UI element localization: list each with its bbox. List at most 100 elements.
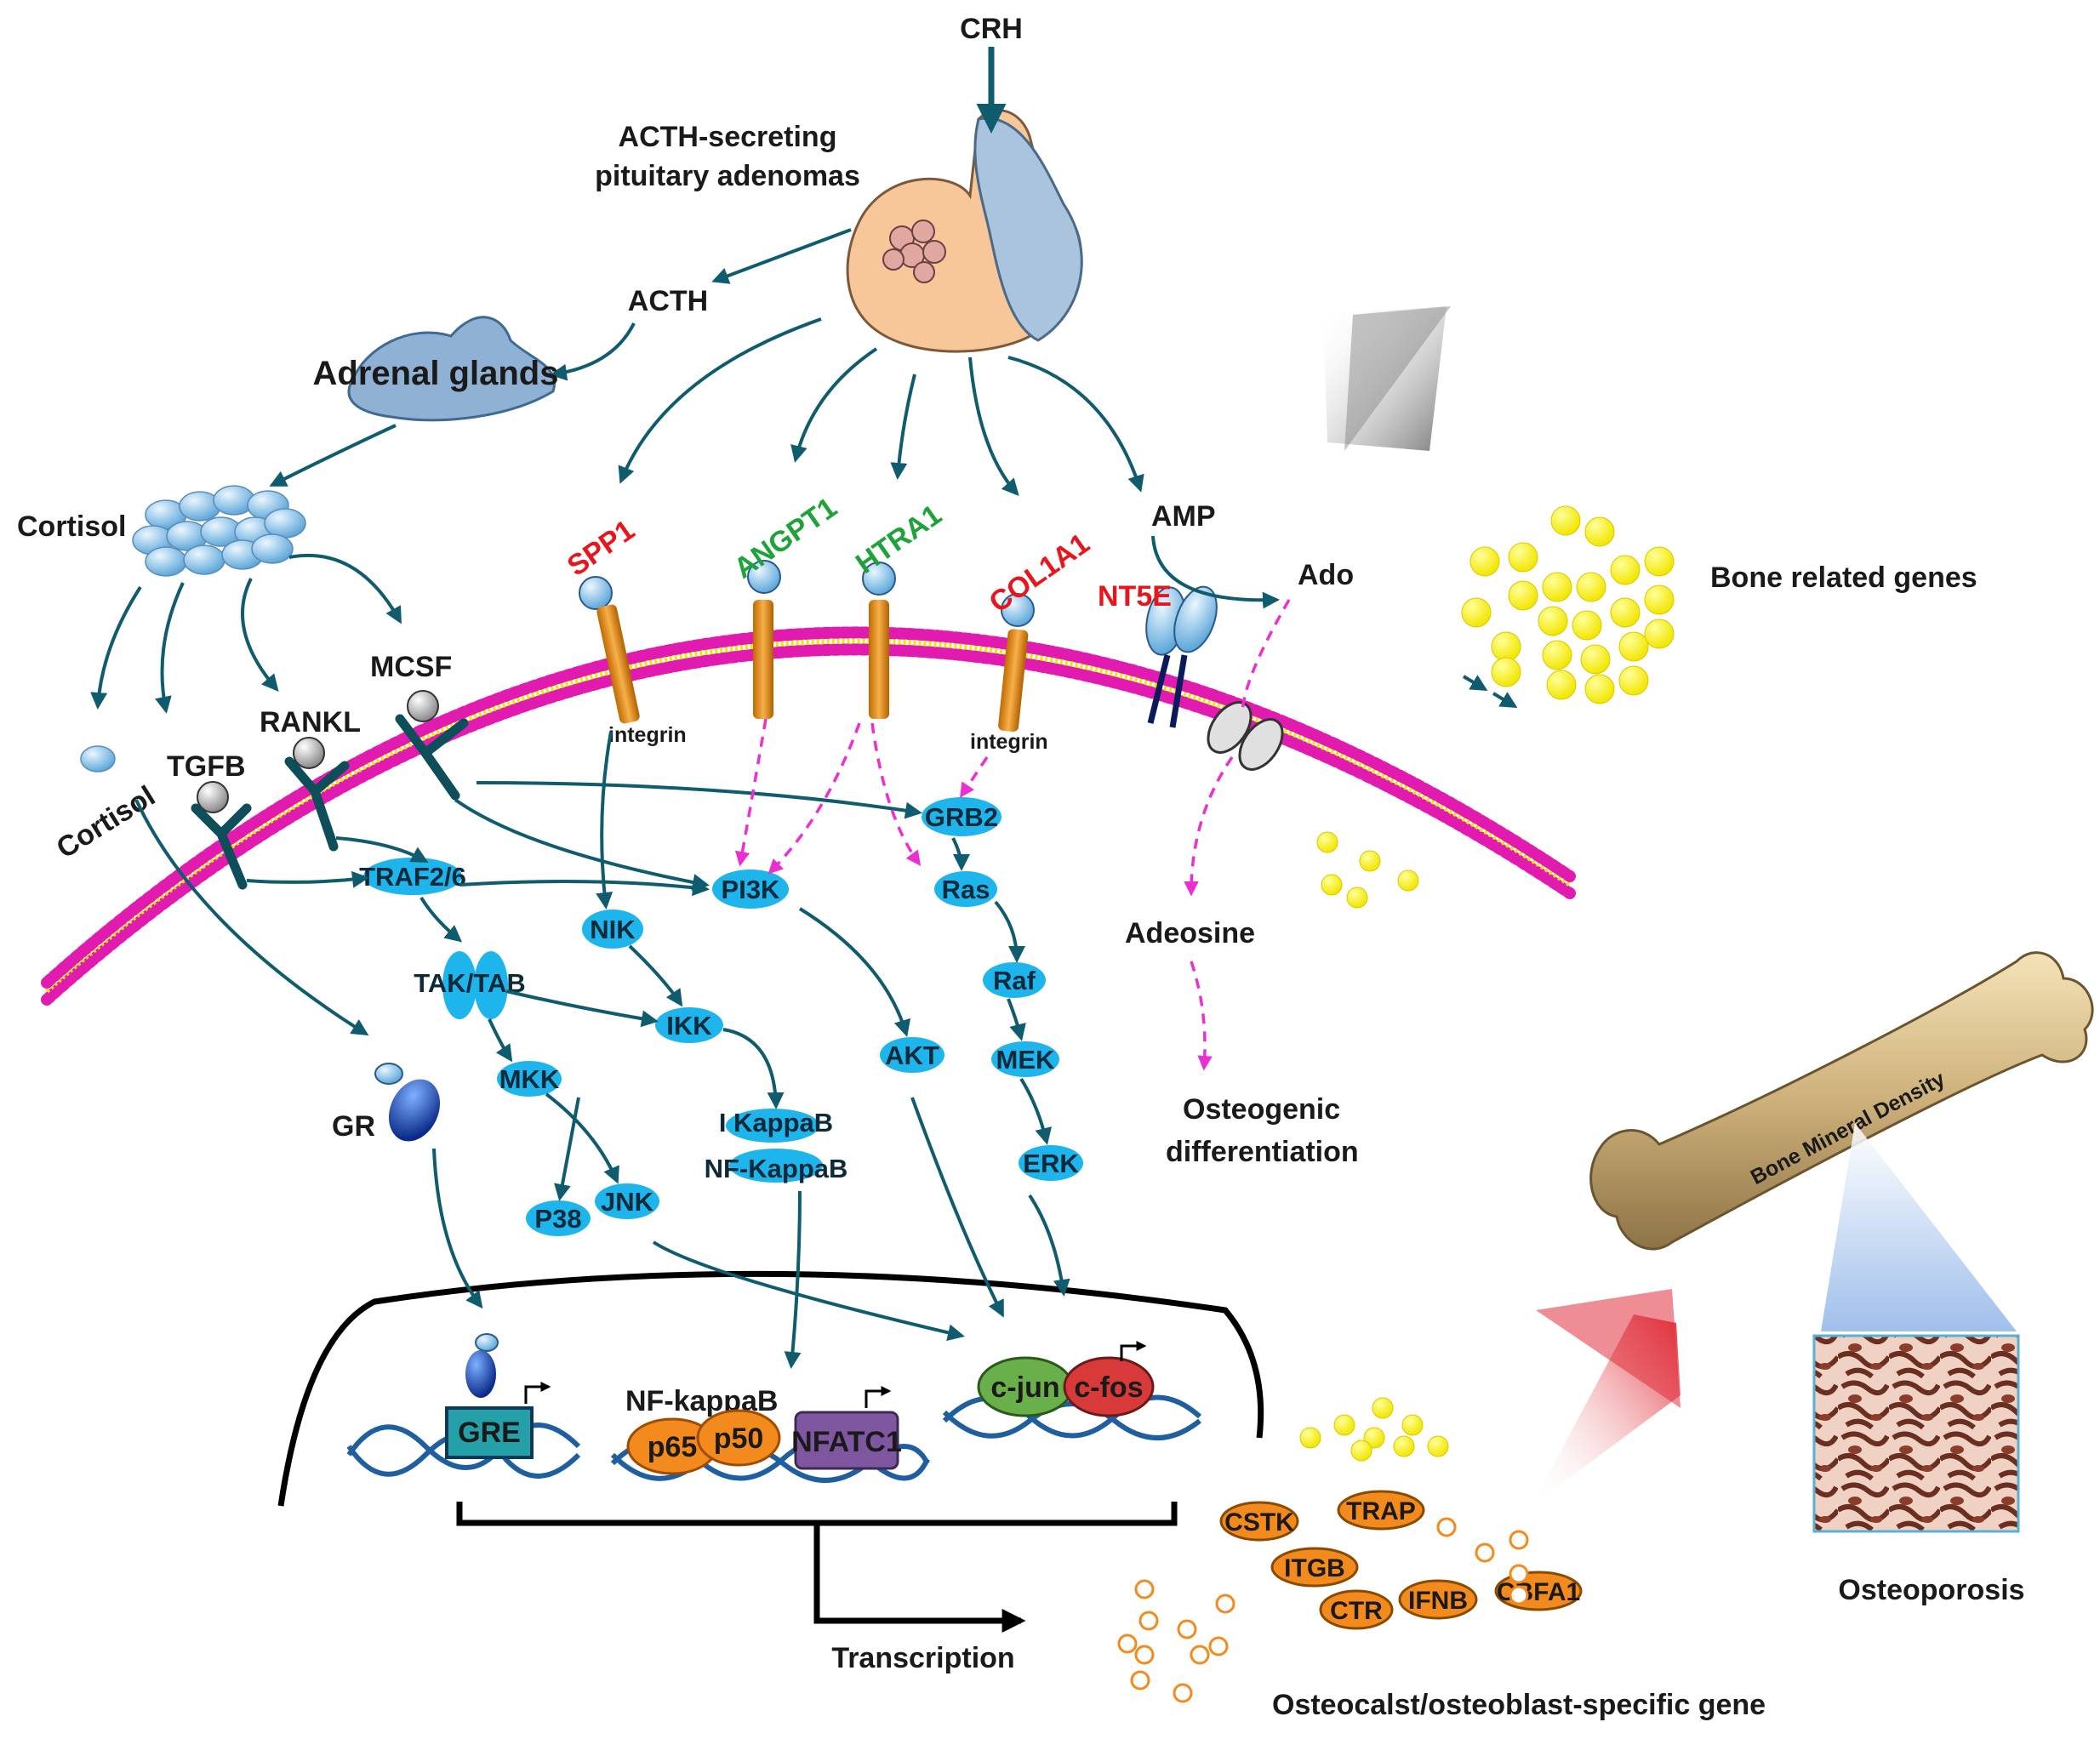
arrow-mek-erk	[1019, 1077, 1053, 1145]
zoom-triangle	[1821, 1123, 2017, 1331]
dashed-col1a1-grb2	[960, 756, 989, 798]
arrow-pit-col1a1	[968, 356, 1019, 496]
small-arrow-2	[1492, 692, 1518, 709]
traf-node	[363, 858, 462, 895]
orange-dots	[1117, 1517, 1529, 1703]
adenoma-cells	[882, 220, 946, 283]
arrow-nfkb-nucleus	[784, 1190, 802, 1369]
rankl-receptor	[284, 737, 350, 852]
arrow-traf-tak	[419, 896, 463, 943]
small-arrow-1	[1462, 675, 1488, 692]
dashed-htra1-pi3k	[768, 722, 861, 875]
akt-node	[880, 1037, 944, 1073]
nfkappab-complex-node	[726, 1109, 823, 1183]
arrow-mkk-jnk	[545, 1092, 619, 1184]
cfos-label: c-fos	[1074, 1371, 1143, 1404]
arrow-pit-angpt1	[790, 347, 878, 463]
nfatc1-box	[794, 1411, 899, 1470]
tgfb-label: TGFB	[167, 750, 246, 783]
dashed-adeosine-osteogenic	[1190, 961, 1213, 1071]
tss-arrow-cfos	[1120, 1341, 1147, 1361]
nt5e-protein	[1145, 585, 1218, 728]
gene-ellipse-trap	[1337, 1490, 1425, 1531]
p38-node	[526, 1200, 591, 1236]
dashed-angpt1-pi3k	[734, 718, 768, 867]
gene-label-trap: TRAP	[1346, 1497, 1416, 1525]
ikk-label: IKK	[666, 1011, 712, 1041]
transcription-label: Transcription	[831, 1642, 1014, 1674]
gene-label-ifnb: IFNB	[1408, 1587, 1468, 1615]
dashed-htra1-ras	[870, 722, 922, 866]
erk-node	[1019, 1145, 1083, 1181]
arrow-tak-mkk	[488, 1018, 513, 1063]
adenoma-label-line2: pituitary adenomas	[595, 160, 860, 192]
transcription-arrow	[813, 1523, 1026, 1633]
gene-ellipse-itgb	[1270, 1547, 1359, 1588]
gene-label-itgb: ITGB	[1284, 1554, 1345, 1582]
gene-ellipse-ifnb	[1398, 1579, 1478, 1620]
adenoma-label-line1: ACTH-secreting	[619, 121, 837, 153]
cfos-protein	[1063, 1356, 1155, 1417]
col1a1-label: COL1A1	[984, 527, 1096, 619]
mcsf-label: MCSF	[370, 651, 452, 683]
gr-bound	[465, 1333, 499, 1398]
arrow-integrin-nik	[596, 731, 613, 909]
tgfb-receptor	[191, 781, 252, 890]
nik-label: NIK	[590, 915, 636, 944]
pi3k-node	[712, 870, 789, 909]
raf-label: Raf	[993, 966, 1036, 995]
arrow-adrenal-cortisol	[269, 424, 397, 487]
arrow-raf-mek	[1007, 998, 1026, 1041]
yellow-dots-middle	[1316, 831, 1419, 909]
gre-box	[445, 1406, 534, 1459]
arrow-cortisol-gr	[134, 799, 369, 1036]
erk-label: ERK	[1023, 1149, 1079, 1178]
arrow-pit-amp	[1007, 356, 1144, 493]
acth-label: ACTH	[628, 285, 708, 317]
nt5e-label: NT5E	[1098, 580, 1172, 613]
grb2-node	[922, 797, 1001, 836]
angpt1-label: ANGPT1	[728, 491, 843, 584]
mcsf-receptor	[395, 690, 469, 801]
arrow-nik-ikk	[628, 944, 683, 1007]
raf-node	[983, 962, 1046, 998]
cjun-label: c-jun	[990, 1371, 1059, 1404]
adeosine-label: Adeosine	[1125, 917, 1255, 949]
arrow-grb2-ras	[951, 837, 970, 871]
ikappab-label: I KappaB	[719, 1108, 833, 1137]
osteogenic-label-line1: Osteogenic	[1183, 1093, 1340, 1126]
arrow-erk-cfos	[1028, 1194, 1070, 1297]
adrenal-glands-label: Adrenal glands	[313, 355, 559, 392]
htra1-label: HTRA1	[850, 499, 948, 580]
osteoporosis-image	[1812, 1334, 2020, 1533]
arrow-cortisol-tgfb	[155, 582, 185, 714]
spp1-label: SPP1	[562, 514, 641, 583]
ikk-node	[655, 1007, 723, 1043]
arrow-pit-spp1	[618, 317, 822, 484]
osteoporosis-label: Osteoporosis	[1838, 1574, 2024, 1606]
p38-label: P38	[534, 1204, 581, 1234]
nik-node	[582, 909, 643, 949]
arrow-pit-htra1	[890, 373, 916, 480]
adrenal-gland-shape	[347, 316, 556, 422]
grey-arrow-tip	[1344, 306, 1451, 451]
gene-label-cstk: CSTK	[1224, 1508, 1294, 1537]
gr-label: GR	[332, 1110, 375, 1143]
spp1-integrin	[579, 576, 640, 724]
arrow-mcsf-grb2	[476, 781, 922, 819]
arrow-cortisol-rankl	[241, 578, 279, 693]
red-arrow-tip	[1536, 1289, 1681, 1408]
amp-label: AMP	[1151, 500, 1216, 533]
crh-label: CRH	[960, 13, 1023, 45]
arrow-gr-nucleus	[432, 1148, 483, 1309]
rankl-label: RANKL	[260, 706, 361, 738]
cortisol-label-top: Cortisol	[17, 510, 126, 543]
pi3k-label: PI3K	[722, 875, 781, 904]
gr-receptor	[374, 1063, 441, 1142]
osteogenic-label-line2: differentiation	[1166, 1136, 1359, 1168]
gene-ellipse-ctr	[1319, 1589, 1394, 1630]
arrow-amp-ado	[1151, 535, 1280, 609]
arrow-rankl-traf	[335, 836, 429, 863]
